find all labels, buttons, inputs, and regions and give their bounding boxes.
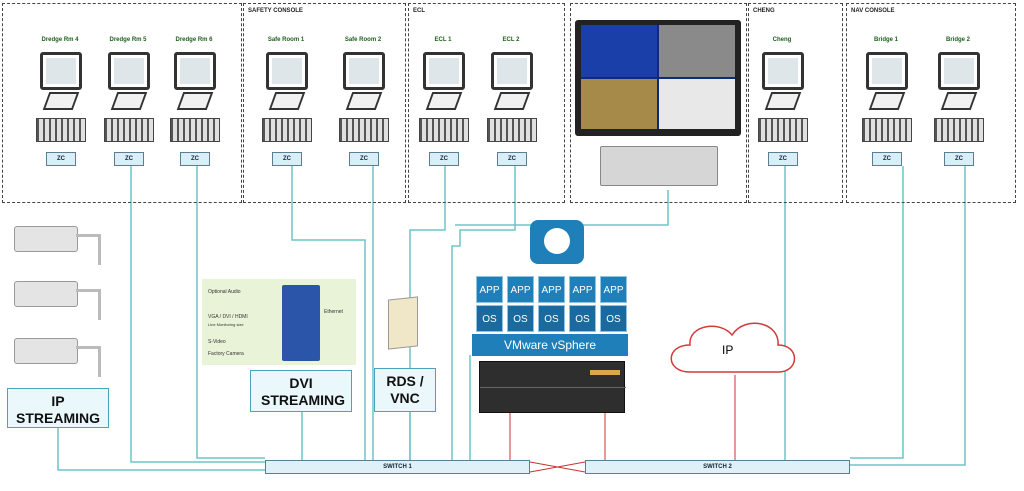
os-cell: OS bbox=[600, 305, 627, 332]
app-cell: APP bbox=[538, 276, 565, 303]
zone-cheng: CHENG bbox=[748, 3, 843, 203]
link-hmi bbox=[455, 190, 669, 226]
keyboard-icon bbox=[36, 118, 86, 142]
link-zc-safe1 bbox=[291, 166, 366, 462]
zone-hmi bbox=[570, 3, 747, 203]
dvi-streaming-label: DVI STREAMING bbox=[250, 370, 352, 412]
app-cell: APP bbox=[476, 276, 503, 303]
switch-1: SWITCH 1 bbox=[265, 460, 530, 474]
monitor-icon bbox=[40, 52, 82, 90]
keyboard-icon bbox=[104, 118, 154, 142]
camera-mount-2 bbox=[76, 289, 101, 320]
link-ip-streaming bbox=[57, 428, 265, 471]
zc-box: ZC bbox=[180, 152, 210, 166]
workstation-label: Cheng bbox=[772, 37, 792, 43]
app-cell: APP bbox=[507, 276, 534, 303]
zc-box: ZC bbox=[46, 152, 76, 166]
monitor-icon bbox=[266, 52, 308, 90]
rds-vnc-label: RDS / VNC bbox=[374, 368, 436, 412]
ip-streaming-label: IP STREAMING bbox=[7, 388, 109, 428]
ip-camera-1 bbox=[14, 226, 78, 252]
cloud-label: IP bbox=[722, 343, 734, 357]
monitor-icon bbox=[491, 52, 533, 90]
dvi-panel: Optional Audio VGA / DVI / HDMI Line Mon… bbox=[202, 279, 356, 365]
keyboard-icon bbox=[758, 118, 808, 142]
app-cell: APP bbox=[600, 276, 627, 303]
monitor-icon bbox=[423, 52, 465, 90]
ip-camera-2 bbox=[14, 281, 78, 307]
dvi-vga: VGA / DVI / HDMI bbox=[208, 314, 248, 320]
zone-nav: NAV CONSOLE bbox=[846, 3, 1016, 203]
dvi-ethernet: Ethernet bbox=[324, 309, 343, 315]
storage-server bbox=[479, 361, 626, 413]
workstation-label: Dredge Rm 6 bbox=[175, 37, 213, 43]
monitor-icon bbox=[762, 52, 804, 90]
workstation-label: ECL 2 bbox=[502, 37, 520, 43]
monitor-icon bbox=[343, 52, 385, 90]
app-cell: APP bbox=[569, 276, 596, 303]
os-cell: OS bbox=[569, 305, 596, 332]
keyboard-icon bbox=[487, 118, 537, 142]
zone-ecl: ECL bbox=[408, 3, 565, 203]
zc-box: ZC bbox=[768, 152, 798, 166]
os-cell: OS bbox=[476, 305, 503, 332]
dvi-line: Line Monitoring size bbox=[208, 322, 244, 327]
workstation-label: Bridge 1 bbox=[873, 37, 898, 43]
keyboard-icon bbox=[262, 118, 312, 142]
zc-box: ZC bbox=[114, 152, 144, 166]
workstation-label: Dredge Rm 5 bbox=[109, 37, 147, 43]
keyboard-icon bbox=[934, 118, 984, 142]
link-zc-dredge5 bbox=[130, 166, 265, 463]
os-cell: OS bbox=[538, 305, 565, 332]
monitor-icon bbox=[866, 52, 908, 90]
zc-box: ZC bbox=[272, 152, 302, 166]
os-cell: OS bbox=[507, 305, 534, 332]
keyboard-icon bbox=[170, 118, 220, 142]
workstation-label: Safe Room 2 bbox=[344, 37, 382, 43]
workstation-label: ECL 1 bbox=[434, 37, 452, 43]
workstation-label: Bridge 2 bbox=[945, 37, 970, 43]
camera-mount-1 bbox=[76, 234, 101, 265]
keyboard-icon bbox=[419, 118, 469, 142]
dvi-svideo: S-Video bbox=[208, 339, 226, 345]
zone-label-cheng: CHENG bbox=[753, 8, 775, 14]
dvi-optional-audio: Optional Audio bbox=[208, 289, 241, 295]
switch-cross-b bbox=[529, 461, 586, 473]
workstation-label: Dredge Rm 4 bbox=[41, 37, 79, 43]
workstation-label: Safe Room 1 bbox=[267, 37, 305, 43]
zone-label-safety: SAFETY CONSOLE bbox=[248, 8, 303, 14]
camera-mount-3 bbox=[76, 346, 101, 377]
zc-box: ZC bbox=[944, 152, 974, 166]
vsphere-bar: VMware vSphere bbox=[472, 334, 628, 356]
link-zc-bridge1 bbox=[850, 166, 904, 459]
zone-label-ecl: ECL bbox=[413, 8, 425, 14]
monitor-icon bbox=[108, 52, 150, 90]
link-zc-ecl2 bbox=[451, 166, 516, 462]
switch-2: SWITCH 2 bbox=[585, 460, 850, 474]
monitor-icon bbox=[174, 52, 216, 90]
zc-box: ZC bbox=[872, 152, 902, 166]
zc-box: ZC bbox=[497, 152, 527, 166]
hmi-panel-display bbox=[575, 20, 741, 136]
zone-dredge bbox=[2, 3, 242, 203]
industrial-pc bbox=[600, 146, 718, 186]
zone-label-nav: NAV CONSOLE bbox=[851, 8, 895, 14]
zc-box: ZC bbox=[349, 152, 379, 166]
keyboard-icon bbox=[339, 118, 389, 142]
thinmanager-logo-icon bbox=[530, 220, 584, 264]
zone-safety: SAFETY CONSOLE bbox=[243, 3, 406, 203]
link-zc-dredge6 bbox=[196, 166, 265, 459]
ip-camera-3 bbox=[14, 338, 78, 364]
link-zc-bridge2 bbox=[850, 166, 966, 466]
keyboard-icon bbox=[862, 118, 912, 142]
dvi-factory: Factory Camera bbox=[208, 351, 244, 357]
zc-box: ZC bbox=[429, 152, 459, 166]
monitor-icon bbox=[938, 52, 980, 90]
